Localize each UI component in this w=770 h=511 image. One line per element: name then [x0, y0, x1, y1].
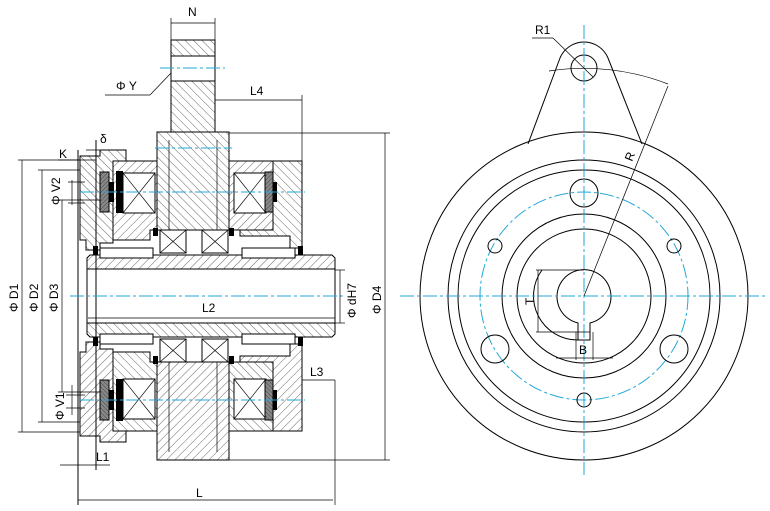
- label-phi-y: Φ Y: [116, 79, 137, 93]
- side-view: R1 R T B: [400, 23, 768, 475]
- side-dimension-lines: [532, 37, 669, 360]
- label-l1: L1: [96, 450, 110, 464]
- label-phi-d1: Φ D1: [7, 283, 21, 312]
- front-section-view: N Φ Y L4 K δ L2 L3 L L1 Φ D1 Φ D2 Φ D3 Φ…: [7, 5, 390, 505]
- label-r1: R1: [535, 23, 551, 37]
- label-phi-d3: Φ D3: [47, 283, 61, 312]
- sprocket-plate: [170, 39, 216, 133]
- label-delta: δ: [100, 132, 107, 146]
- dimension-lines: [18, 18, 390, 505]
- label-l3: L3: [310, 365, 324, 379]
- label-l4: L4: [250, 84, 264, 98]
- label-l: L: [196, 486, 203, 500]
- label-phi-v1: Φ V1: [53, 392, 67, 420]
- label-phi-dh7: Φ dH7: [345, 283, 359, 318]
- label-r: R: [622, 150, 638, 164]
- label-b: B: [579, 343, 587, 357]
- label-k: K: [59, 147, 67, 161]
- label-phi-d4: Φ D4: [370, 285, 384, 314]
- label-l2: L2: [202, 301, 216, 315]
- label-phi-v2: Φ V2: [49, 177, 63, 205]
- label-t: T: [523, 297, 537, 305]
- label-n: N: [188, 5, 197, 19]
- label-phi-d2: Φ D2: [27, 283, 41, 312]
